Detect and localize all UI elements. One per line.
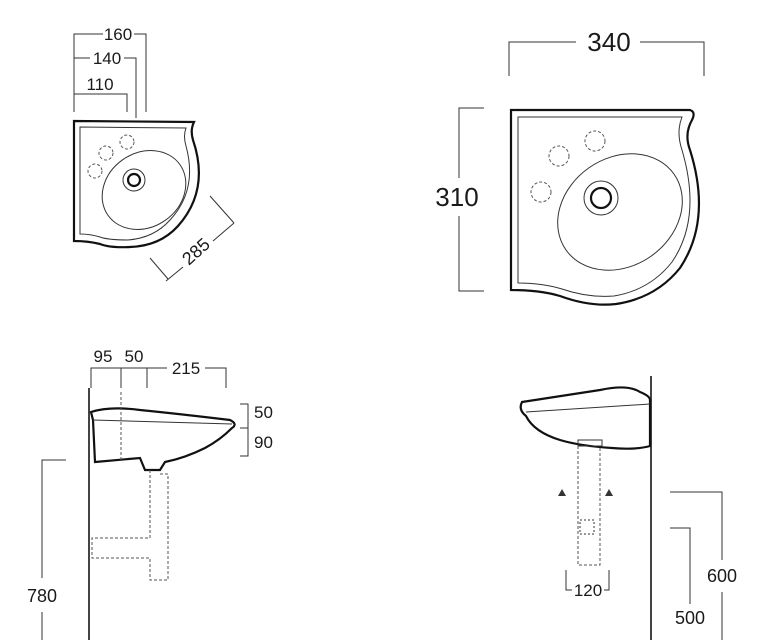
- basin-side-profile: [89, 407, 236, 472]
- dimension-110-label: 110: [86, 75, 113, 94]
- dimension-500-label: 500: [675, 608, 705, 628]
- plan-view-large: 340 310: [435, 27, 705, 306]
- dimension-600: 600: [670, 491, 737, 640]
- dimension-140: 140: [74, 49, 137, 118]
- dimension-215-label: 215: [172, 359, 200, 378]
- dimension-160: 160: [73, 25, 147, 112]
- side-view: 95 50 215 50 90 780: [27, 347, 273, 640]
- dimension-95-label: 95: [94, 347, 113, 366]
- dimension-50-top: 50: [121, 347, 148, 388]
- dimension-600-label: 600: [707, 566, 737, 586]
- dimension-160-label: 160: [104, 25, 132, 44]
- dimension-285-label: 285: [178, 234, 214, 269]
- dimension-500: 500: [670, 527, 705, 628]
- dimension-120-label: 120: [574, 581, 602, 600]
- plan-view-small: 160 140 110 285: [72, 25, 235, 282]
- dimension-780: 780: [27, 459, 66, 640]
- dimension-50-right-label: 50: [254, 403, 273, 422]
- dimension-780-label: 780: [27, 586, 57, 606]
- dimension-310-label: 310: [435, 182, 478, 212]
- dimension-340: 340: [508, 27, 705, 76]
- dimension-90-label: 90: [254, 433, 273, 452]
- dimension-120: 120: [565, 570, 610, 600]
- dimension-310: 310: [435, 107, 484, 292]
- basin-front-profile: [519, 386, 652, 450]
- tap-hole-icon: [119, 134, 135, 150]
- dimension-140-label: 140: [93, 49, 121, 68]
- dimension-50-top-label: 50: [125, 347, 144, 366]
- dimension-110: 110: [74, 75, 128, 112]
- dimension-95: 95: [90, 347, 122, 388]
- dimension-340-label: 340: [587, 27, 630, 57]
- dimension-90: 90: [240, 428, 273, 457]
- dimension-215: 215: [147, 359, 227, 388]
- front-view: 120 600 500: [519, 376, 737, 640]
- dimension-50-right: 50: [240, 403, 273, 429]
